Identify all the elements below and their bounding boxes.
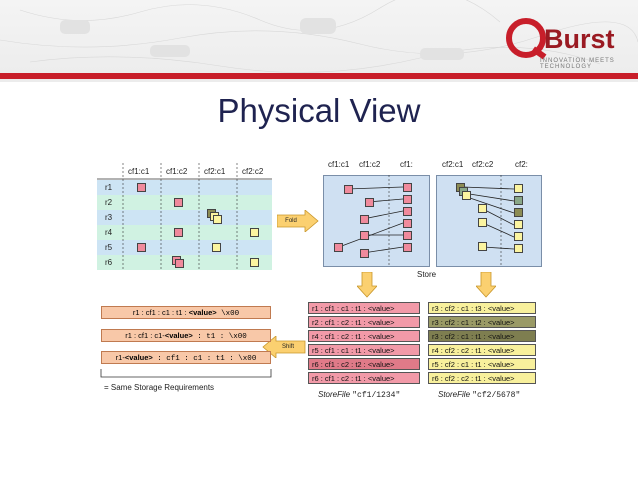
key-layout-box: r1-<value> : cf1 : c1 : t1 : \x00: [101, 351, 271, 364]
storefile1-row: r1 : cf1 : c1 : t1 : <value>: [308, 302, 420, 314]
row-label: r5: [105, 243, 113, 252]
cell-value-square: [174, 228, 183, 237]
cell-value-square: [213, 215, 222, 224]
storefile2-row: r4 : cf2 : c2 : t1 : <value>: [428, 344, 536, 356]
store-header: cf1:c2: [359, 160, 381, 169]
store-target-square: [403, 195, 412, 204]
store-target-square: [403, 243, 412, 252]
store-source-square: [334, 243, 343, 252]
store-source-square: [360, 249, 369, 258]
store-source-square: [478, 218, 487, 227]
cell-value-square: [175, 259, 184, 268]
key-layout-suffix: \x00: [216, 310, 240, 318]
store-mapping-lines: [338, 175, 515, 267]
key-layout-box: r1 : cf1 : c1 : t1 : <value> \x00: [101, 306, 271, 319]
bracket: [100, 369, 272, 378]
cell-value-square: [137, 243, 146, 252]
row-label: r3: [105, 213, 113, 222]
row-label: r6: [105, 258, 113, 267]
store-target-square: [514, 184, 523, 193]
key-layout-value: <value>: [164, 331, 193, 340]
key-layout-suffix: : t1 : \x00: [192, 333, 247, 341]
key-layout-value: <value>: [188, 308, 217, 317]
store-target-square: [514, 220, 523, 229]
storefile2-row: r5 : cf2 : c1 : t1 : <value>: [428, 358, 536, 370]
store-header: cf2:c1: [442, 160, 464, 169]
storefile2-row: r6 : cf2 : c2 : t1 : <value>: [428, 372, 536, 384]
store-target-square: [403, 219, 412, 228]
table-row: [97, 225, 272, 240]
store-source-square: [478, 204, 487, 213]
store-target-square: [403, 207, 412, 216]
store-source-square: [360, 231, 369, 240]
cell-value-square: [174, 198, 183, 207]
store-source-square: [365, 198, 374, 207]
table-row: [97, 255, 272, 270]
col-header: cf1:c2: [166, 167, 188, 176]
storefile2-row: r3 : cf2 : c1 : t3 : <value>: [428, 302, 536, 314]
logo-tagline: INNOVATION MEETS TECHNOLOGY: [540, 58, 615, 70]
store-header: cf1:: [400, 160, 413, 169]
storefile1-row: r4 : cf1 : c2 : t1 : <value>: [308, 330, 420, 342]
cell-value-square: [250, 228, 259, 237]
storefile1-row: r2 : cf1 : c2 : t1 : <value>: [308, 316, 420, 328]
storefile2-caption-name: "cf2/5678": [472, 391, 521, 400]
key-layout-prefix: r1 : cf1 : c1-: [125, 331, 165, 340]
storefile2-caption-label: StoreFile: [438, 390, 471, 399]
store-source-square: [344, 185, 353, 194]
key-layout-box: r1 : cf1 : c1-<value> : t1 : \x00: [101, 329, 271, 342]
table-row: [97, 195, 272, 210]
bracket-caption: = Same Storage Requirements: [104, 383, 215, 392]
key-layout-prefix: r1-: [115, 353, 125, 362]
down-arrow-cf1: [357, 272, 377, 298]
cell-value-square: [137, 183, 146, 192]
fold-label: Fold: [285, 218, 297, 224]
logo-text: Burst: [544, 24, 615, 54]
key-layout-value: <value>: [124, 353, 153, 362]
store-source-square: [360, 215, 369, 224]
down-arrow-cf2: [476, 272, 496, 298]
slide-title: Physical View: [217, 92, 421, 129]
qburst-logo: Burst INNOVATION MEETS TECHNOLOGY: [506, 18, 624, 70]
table-row: [97, 210, 272, 225]
storefile1-row: r6 : cf1 : c2 : t2 : <value>: [308, 358, 420, 370]
store-header: cf2:c2: [472, 160, 494, 169]
table-gridlines: [97, 163, 272, 270]
store-target-square: [514, 232, 523, 241]
cell-value-square: [212, 243, 221, 252]
store-target-square: [514, 244, 523, 253]
storefile1-row: r5 : cf1 : c1 : t1 : <value>: [308, 344, 420, 356]
store-target-square: [403, 231, 412, 240]
storefile2-row: r3 : cf2 : c1 : t1 : <value>: [428, 330, 536, 342]
storefile1-caption: StoreFile "cf1/1234": [318, 390, 400, 400]
key-layout-suffix: : cf1 : c1 : t1 : \x00: [152, 355, 257, 363]
cell-value-square: [250, 258, 259, 267]
row-label: r2: [105, 198, 113, 207]
header-red-stripe: [0, 73, 638, 79]
store-header: cf2:: [515, 160, 528, 169]
shift-label: Shift: [281, 344, 294, 350]
storefile2-row: r3 : cf2 : c1 : t2 : <value>: [428, 316, 536, 328]
storefile1-caption-name: "cf1/1234": [352, 391, 401, 400]
key-layout-prefix: r1 : cf1 : c1 : t1 :: [132, 308, 189, 317]
logo-q-mark: [506, 18, 546, 58]
fold-arrow: [277, 210, 319, 232]
col-header: cf2:c2: [242, 167, 264, 176]
col-header: cf2:c1: [204, 167, 226, 176]
store-source-square: [478, 242, 487, 251]
store-header: cf1:c1: [328, 160, 350, 169]
storefile1-caption-label: StoreFile: [318, 390, 351, 399]
store-cf2-box: [436, 175, 542, 267]
col-header: cf1:c1: [128, 167, 150, 176]
row-label: r4: [105, 228, 113, 237]
store-target-square: [514, 196, 523, 205]
store-label: Store: [417, 270, 437, 279]
store-target-square: [514, 208, 523, 217]
store-target-square: [403, 183, 412, 192]
storefile2-caption: StoreFile "cf2/5678": [438, 390, 520, 400]
storefile1-row: r6 : cf1 : c2 : t1 : <value>: [308, 372, 420, 384]
store-source-square: [462, 191, 471, 200]
row-label: r1: [105, 183, 113, 192]
